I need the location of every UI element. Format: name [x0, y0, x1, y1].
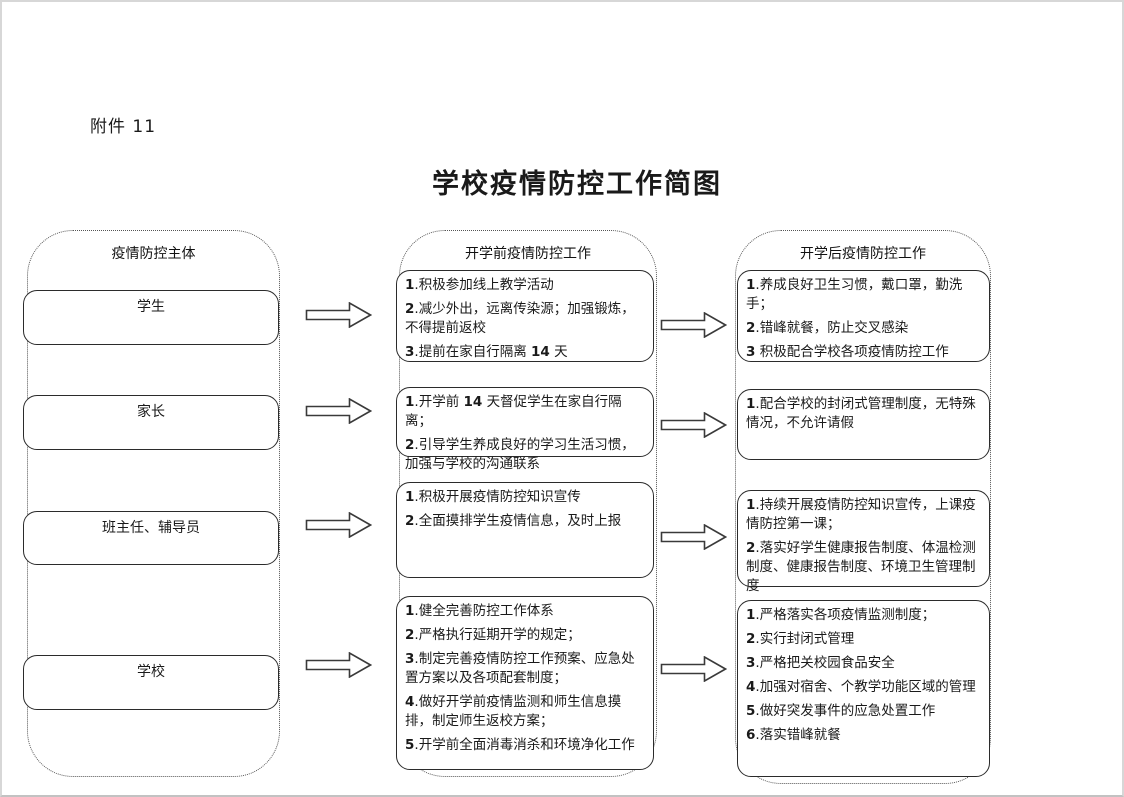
arrow-pre-to-post-head-teachers-icon [660, 524, 727, 550]
arrow-school-to-pre-icon [305, 652, 372, 678]
box-line: 3 积极配合学校各项疫情防控工作 [746, 344, 949, 360]
pre-box-school: 1.健全完善防控工作体系 2.严格执行延期开学的规定； 3.制定完善疫情防控工作预案… [396, 596, 654, 770]
subjects-panel: 疫情防控主体 [27, 230, 280, 777]
box-line: 1.积极开展疫情防控知识宣传 [405, 489, 581, 505]
box-line: 2.落实好学生健康报告制度、体温检测制度、健康报告制度、环境卫生管理制度 [746, 540, 976, 594]
box-line: 4.做好开学前疫情监测和师生信息摸排，制定师生返校方案； [405, 694, 622, 729]
box-line: 2.严格执行延期开学的规定； [405, 627, 581, 643]
arrow-pre-to-post-parents-icon [660, 412, 727, 438]
post-box-parents: 1.配合学校的封闭式管理制度，无特殊情况，不允许请假 [737, 389, 990, 460]
box-line: 1.开学前 14 天督促学生在家自行隔离； [405, 394, 622, 429]
page-title: 学校疫情防控工作简图 [432, 169, 722, 200]
subject-label: 学生 [137, 299, 165, 315]
box-line: 3.严格把关校园食品安全 [746, 655, 895, 671]
arrow-pre-to-post-school-icon [660, 656, 727, 682]
box-line: 2.全面摸排学生疫情信息，及时上报 [405, 513, 622, 529]
post-opening-panel: 开学后疫情防控工作 [735, 230, 991, 784]
box-line: 3.提前在家自行隔离 14 天 [405, 344, 568, 360]
box-line: 2.减少外出，远离传染源；加强锻炼，不得提前返校 [405, 301, 635, 336]
post-box-head-teachers: 1.持续开展疫情防控知识宣传，上课疫情防控第一课； 2.落实好学生健康报告制度、体… [737, 490, 990, 594]
arrow-parents-to-pre-icon [305, 398, 372, 424]
box-line: 1.养成良好卫生习惯，戴口罩，勤洗手； [746, 277, 963, 312]
box-line: 3.制定完善疫情防控工作预案、应急处置方案以及各项配套制度； [405, 651, 635, 686]
pre-box-students: 1.积极参加线上教学活动 2.减少外出，远离传染源；加强锻炼，不得提前返校 3.提前… [396, 270, 654, 362]
pre-opening-panel-header: 开学前疫情防控工作 [465, 246, 591, 262]
attachment-label: 附件 11 [90, 117, 157, 137]
subject-label: 家长 [137, 404, 165, 420]
subject-label: 学校 [137, 664, 165, 680]
arrow-head-teachers-to-pre-icon [305, 512, 372, 538]
box-line: 2.引导学生养成良好的学习生活习惯，加强与学校的沟通联系 [405, 437, 635, 472]
box-line: 1.积极参加线上教学活动 [405, 277, 554, 293]
box-line: 4.加强对宿舍、个教学功能区域的管理 [746, 679, 976, 695]
subject-label: 班主任、辅导员 [102, 520, 200, 536]
subjects-panel-header: 疫情防控主体 [111, 246, 196, 262]
arrow-students-to-pre-icon [305, 302, 372, 328]
box-line: 1.严格落实各项疫情监测制度； [746, 607, 936, 623]
box-line: 2.实行封闭式管理 [746, 631, 855, 647]
box-line: 1.配合学校的封闭式管理制度，无特殊情况，不允许请假 [746, 396, 976, 431]
post-box-students: 1.养成良好卫生习惯，戴口罩，勤洗手； 2.错峰就餐，防止交叉感染 3 积极配合学校… [737, 270, 990, 362]
subject-box-parents: 家长 [23, 395, 279, 450]
pre-box-head-teachers: 1.积极开展疫情防控知识宣传 2.全面摸排学生疫情信息，及时上报 [396, 482, 654, 578]
post-box-school: 1.严格落实各项疫情监测制度； 2.实行封闭式管理 3.严格把关校园食品安全 4.加强… [737, 600, 990, 777]
box-line: 2.错峰就餐，防止交叉感染 [746, 320, 909, 336]
post-opening-panel-header: 开学后疫情防控工作 [800, 246, 926, 262]
box-line: 5.做好突发事件的应急处置工作 [746, 703, 936, 719]
box-line: 1.持续开展疫情防控知识宣传，上课疫情防控第一课； [746, 497, 976, 532]
subject-box-head-teachers-counselors: 班主任、辅导员 [23, 511, 279, 565]
box-line: 6.落实错峰就餐 [746, 727, 841, 743]
box-line: 5.开学前全面消毒消杀和环境净化工作 [405, 737, 635, 753]
subject-box-students: 学生 [23, 290, 279, 345]
subject-box-school: 学校 [23, 655, 279, 710]
pre-box-parents: 1.开学前 14 天督促学生在家自行隔离； 2.引导学生养成良好的学习生活习惯，加… [396, 387, 654, 472]
arrow-pre-to-post-students-icon [660, 312, 727, 338]
box-line: 1.健全完善防控工作体系 [405, 603, 554, 619]
